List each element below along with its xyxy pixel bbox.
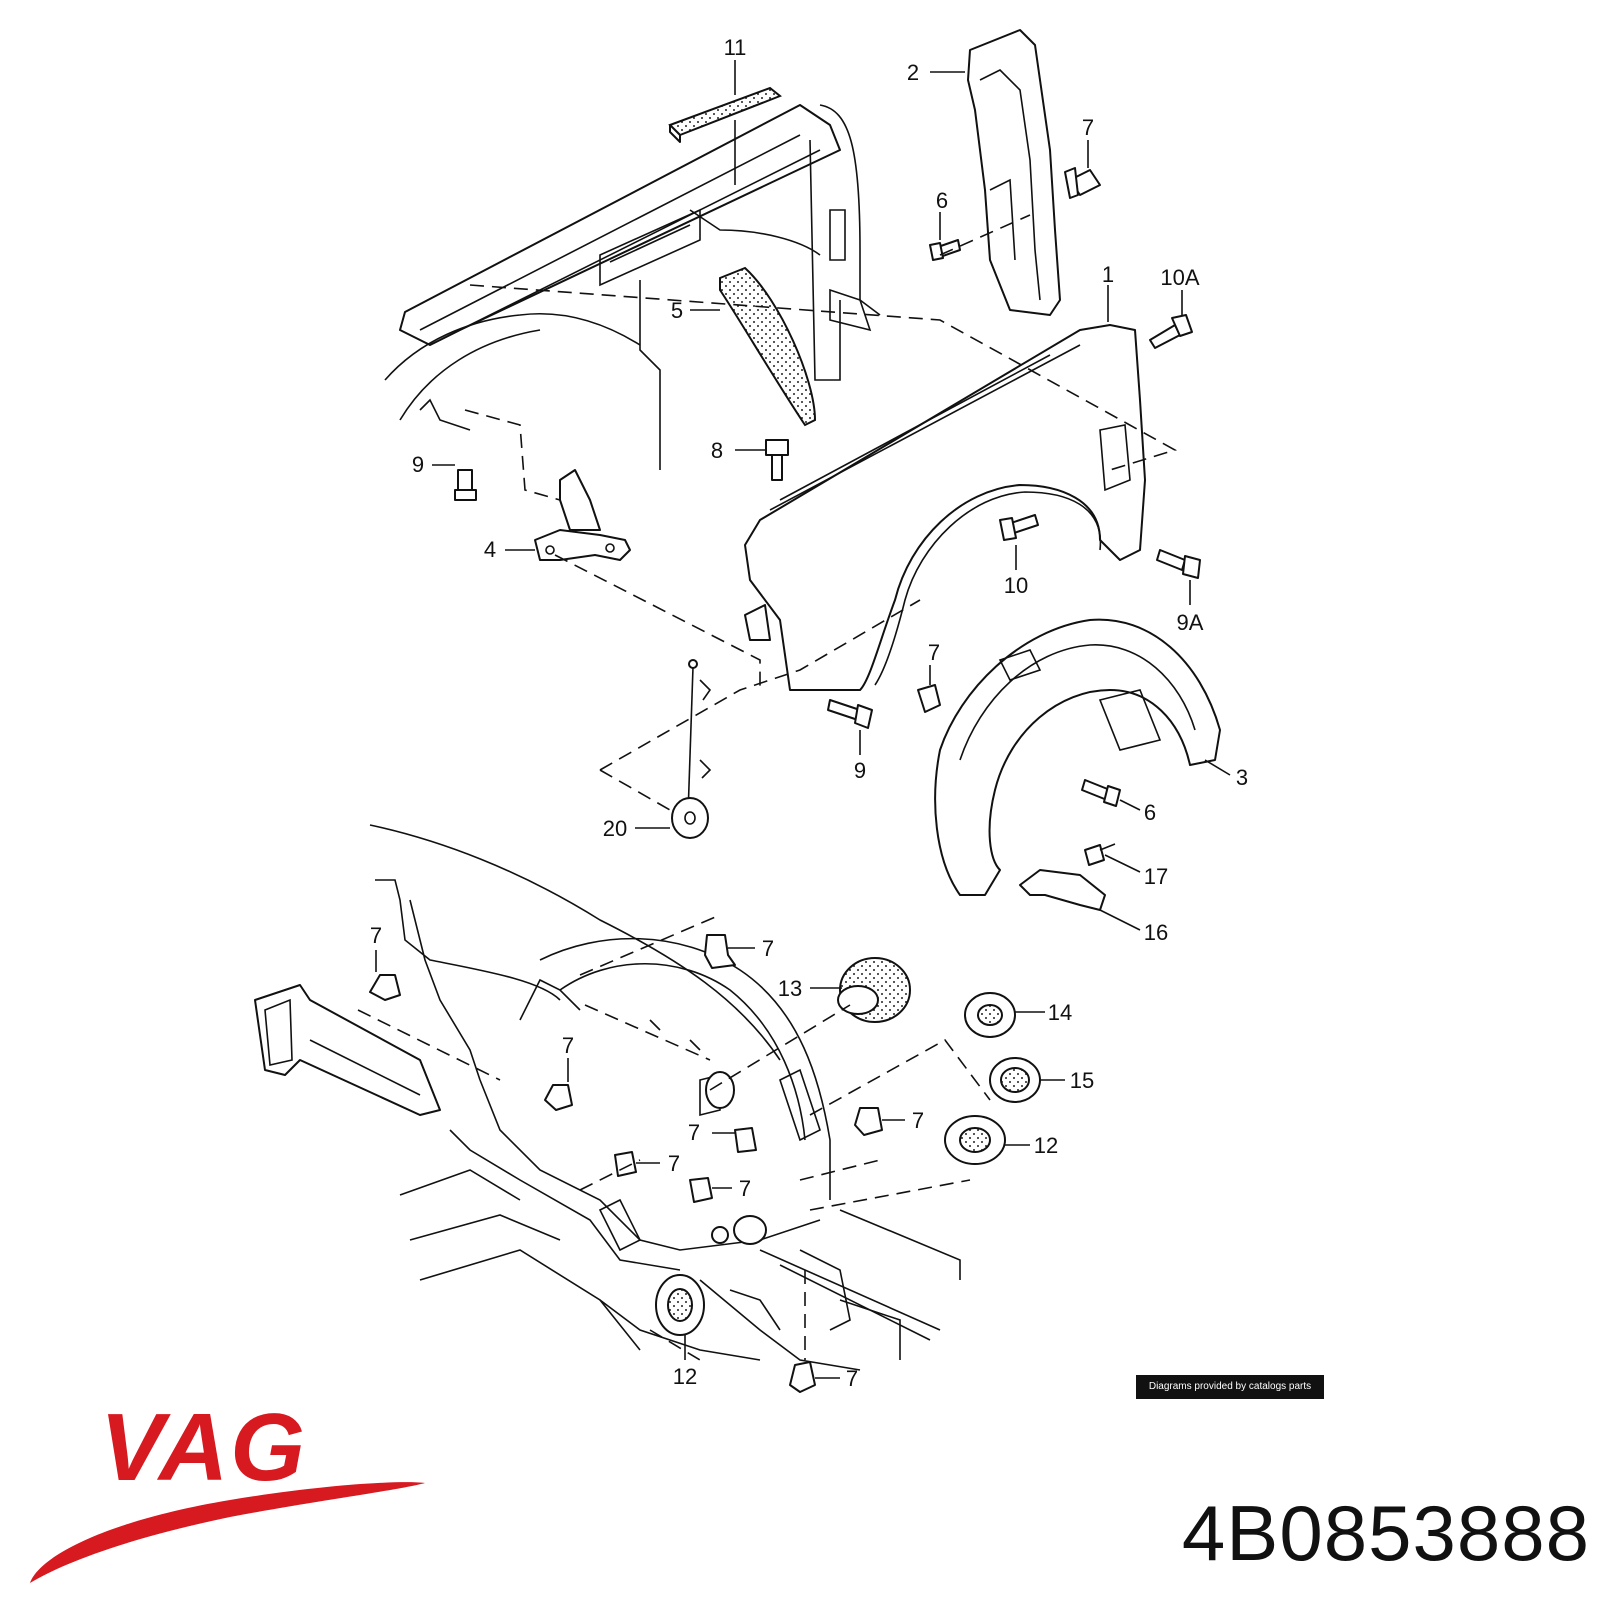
callout-7: 7	[846, 1366, 858, 1391]
callout-8: 8	[711, 438, 723, 463]
callout-leaders	[375, 60, 1231, 1379]
callout-7: 7	[668, 1151, 680, 1176]
callout-9: 9	[412, 452, 424, 477]
callout-11: 11	[724, 35, 747, 60]
callout-14: 14	[1048, 1000, 1072, 1025]
part-11-insulation-strip	[668, 86, 782, 143]
upper-assembly-lines	[464, 214, 1178, 811]
part-16-bracket	[1019, 869, 1106, 911]
lower-plugs	[655, 957, 1041, 1336]
callout-5: 5	[671, 298, 683, 323]
upper-fasteners	[454, 167, 1201, 866]
callout-10: 10	[1004, 573, 1028, 598]
callout-9: 9	[854, 758, 866, 783]
upper-body-structure	[384, 104, 881, 470]
lower-assembly-lines	[357, 914, 991, 1361]
part-5-foam-insert	[719, 266, 817, 427]
callout-20: 20	[603, 816, 627, 841]
callout-7: 7	[562, 1033, 574, 1058]
callout-6: 6	[936, 188, 948, 213]
callout-7: 7	[688, 1120, 700, 1145]
callout-7: 7	[739, 1176, 751, 1201]
part-3-wheel-arch-liner	[934, 618, 1221, 896]
callout-labels: 11 2 7 6 10A 1 5 8 9 4 10 9A 7 3 9 6 20 …	[370, 35, 1248, 1391]
credit-label: Diagrams provided by catalogs parts	[1136, 1375, 1324, 1399]
part-number: 4B0853888	[1181, 1489, 1590, 1577]
callout-17: 17	[1144, 864, 1168, 889]
lower-body-structure	[254, 824, 961, 1371]
callout-7: 7	[370, 923, 382, 948]
callout-12: 12	[673, 1364, 697, 1389]
callout-16: 16	[1144, 920, 1168, 945]
callout-7: 7	[1082, 115, 1094, 140]
callout-7: 7	[912, 1108, 924, 1133]
callout-7: 7	[762, 936, 774, 961]
callout-4: 4	[484, 537, 496, 562]
callout-1: 1	[1102, 262, 1114, 287]
callout-12: 12	[1034, 1133, 1058, 1158]
callout-10a: 10A	[1160, 265, 1199, 290]
callout-2: 2	[907, 60, 919, 85]
vag-logo: VAG	[30, 1405, 425, 1583]
part-2-bracket	[967, 29, 1061, 316]
callout-3: 3	[1236, 765, 1248, 790]
callout-9a: 9A	[1177, 610, 1204, 635]
callout-6: 6	[1144, 800, 1156, 825]
callout-13: 13	[778, 976, 802, 1001]
part-1-fender	[744, 324, 1146, 691]
callout-15: 15	[1070, 1068, 1094, 1093]
svg-text:VAG: VAG	[100, 1405, 307, 1501]
part-20-rod-and-grommet	[671, 659, 712, 839]
part-4-bracket	[534, 469, 631, 561]
lower-clips	[369, 934, 883, 1393]
callout-7: 7	[928, 640, 940, 665]
